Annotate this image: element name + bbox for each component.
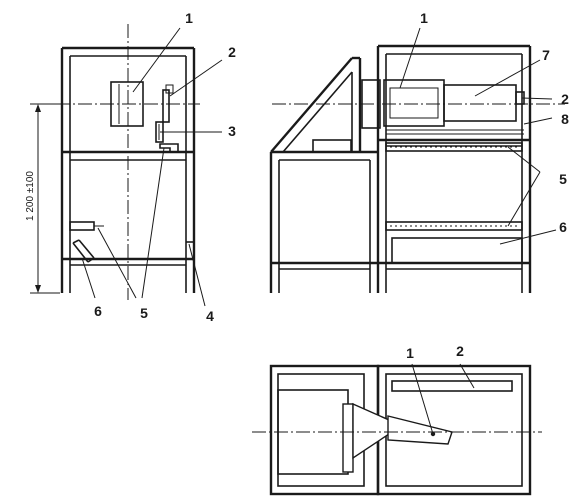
- front-label-1: 1: [185, 10, 193, 26]
- front-component-5-upper: [159, 143, 179, 153]
- side-label-1: 1: [420, 10, 428, 26]
- side-label-6: 6: [559, 219, 567, 235]
- top-view: 1 2: [252, 343, 542, 496]
- side-label-7: 7: [542, 47, 550, 63]
- front-label-2: 2: [228, 44, 236, 60]
- side-component-7: [443, 84, 517, 122]
- front-leader-lines: [81, 27, 223, 307]
- side-component-6: [391, 237, 523, 264]
- height-dimension-label: 1 200 ±100: [25, 171, 36, 221]
- front-label-4: 4: [206, 308, 214, 324]
- top-label-2: 2: [456, 343, 464, 359]
- top-leader-2: [459, 363, 475, 389]
- side-projector-assembly: [361, 79, 525, 135]
- front-label-6: 6: [94, 303, 102, 319]
- side-left-cabinet: [269, 56, 378, 293]
- side-component-1: [383, 79, 445, 127]
- front-component-6: [72, 239, 95, 263]
- front-label-5: 5: [140, 305, 148, 321]
- side-component-5-lower: [385, 221, 523, 231]
- front-label-3: 3: [228, 123, 236, 139]
- side-leader-lines: [399, 27, 557, 245]
- side-label-5: 5: [559, 171, 567, 187]
- side-view: 1 7 2 8 5 6: [269, 10, 569, 293]
- side-label-8: 8: [561, 111, 569, 127]
- top-component-2: [391, 380, 513, 392]
- front-component-5-lower: [69, 221, 95, 231]
- front-component-1: [110, 81, 144, 127]
- front-component-2: [162, 89, 170, 123]
- front-frame: [60, 46, 196, 293]
- height-dimension: 1 200 ±100: [25, 103, 60, 294]
- top-leader-1: [411, 363, 434, 435]
- front-view: 1 200 ±100 1 2 3 4 5 6: [25, 10, 236, 324]
- side-label-2: 2: [561, 91, 569, 107]
- side-component-5-upper: [385, 142, 523, 152]
- top-light-path: [342, 402, 453, 473]
- side-cabinet-frame: [376, 44, 532, 293]
- top-label-1: 1: [406, 345, 414, 361]
